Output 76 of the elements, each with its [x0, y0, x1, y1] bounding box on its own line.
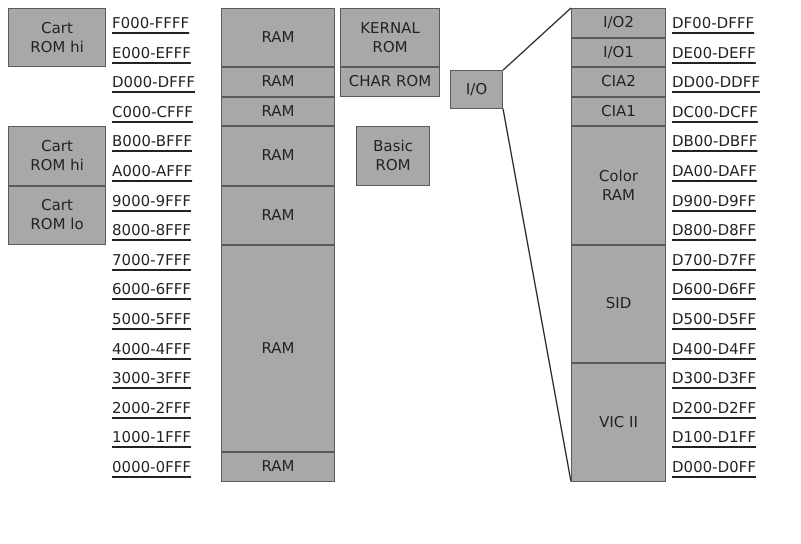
block-label: I/O2: [603, 13, 634, 32]
memory-block: [340, 67, 440, 97]
memory-block: [571, 244, 666, 364]
address-range: D400-D4FF: [672, 340, 756, 358]
memory-block: [221, 67, 335, 97]
block-label: RAM: [261, 206, 295, 225]
address-range: D500-D5FF: [672, 310, 756, 328]
block-label: I/O: [466, 80, 488, 99]
address-range: D200-D2FF: [672, 398, 756, 417]
memory-block: [221, 186, 335, 245]
address-range: 6000-6FFF: [112, 280, 192, 298]
address-range: A000-AFFF: [112, 162, 192, 180]
memory-block: [8, 8, 106, 68]
address-range: 5000-5FFF: [112, 310, 192, 328]
memory-block: [221, 8, 335, 68]
address-range: D300-D3FF: [672, 369, 756, 388]
address-range: DA00-DAFF: [672, 162, 757, 180]
block-label: CIA1: [601, 102, 636, 122]
memory-block: [571, 96, 666, 126]
address-range: DB00-DBFF: [672, 132, 758, 150]
address-range: 9000-9FFF: [112, 192, 192, 210]
address-range: DF00-DFFF: [672, 14, 754, 32]
memory-block: [571, 126, 666, 245]
memory-block: [356, 126, 430, 186]
memory-block: [221, 452, 335, 482]
address-range: D800-D8FF: [672, 221, 756, 240]
block-label: Cart ROM hi: [29, 136, 85, 175]
address-range: C000-CFFF: [112, 102, 193, 121]
address-range: 0000-0FFF: [112, 458, 192, 476]
address-range: 4000-4FFF: [112, 340, 192, 358]
address-range: 8000-8FFF: [112, 221, 192, 240]
address-range: 1000-1FFF: [112, 428, 192, 446]
address-range: 3000-3FFF: [112, 369, 192, 388]
address-range: D100-D1FF: [672, 428, 756, 446]
block-label: Color RAM: [598, 166, 640, 205]
memory-block: [571, 8, 666, 38]
address-range: 7000-7FFF: [112, 250, 192, 269]
memory-block: [571, 67, 666, 97]
block-label: RAM: [261, 72, 295, 92]
address-range: F000-FFFF: [112, 14, 190, 32]
block-label: CHAR ROM: [348, 72, 432, 92]
memory-block: [221, 96, 335, 126]
memory-block: [450, 70, 503, 109]
block-label: SID: [606, 294, 632, 314]
memory-block: [571, 38, 666, 68]
address-range: D600-D6FF: [672, 280, 756, 298]
address-range: E000-EFFF: [112, 44, 191, 62]
address-range: D000-DFFF: [112, 73, 196, 92]
block-label: RAM: [261, 338, 295, 358]
block-label: RAM: [261, 146, 295, 166]
address-range: D900-D9FF: [672, 192, 756, 210]
memory-block: [221, 126, 335, 186]
block-label: Cart ROM hi: [29, 18, 85, 57]
block-label: KERNAL ROM: [359, 18, 421, 57]
address-range: D700-D7FF: [672, 250, 756, 269]
block-label: RAM: [261, 102, 295, 122]
block-label: Basic ROM: [372, 136, 414, 175]
block-label: Cart ROM lo: [29, 196, 85, 234]
block-label: CIA2: [601, 72, 636, 92]
zoom-line: [502, 8, 572, 71]
address-range: DE00-DEFF: [672, 44, 756, 62]
memory-block: [221, 244, 335, 452]
zoom-line: [502, 108, 572, 482]
block-label: RAM: [261, 457, 295, 476]
block-label: RAM: [261, 28, 295, 48]
address-range: DC00-DCFF: [672, 102, 758, 121]
memory-block: [8, 126, 106, 186]
memory-block: [8, 186, 106, 245]
memory-block: [571, 363, 666, 482]
address-range: DD00-DDFF: [672, 73, 760, 92]
address-range: B000-BFFF: [112, 132, 192, 150]
block-label: I/O1: [603, 42, 634, 62]
memory-block: [340, 8, 440, 68]
address-range: D000-D0FF: [672, 458, 756, 476]
address-range: 2000-2FFF: [112, 398, 192, 417]
block-label: VIC II: [599, 412, 638, 432]
